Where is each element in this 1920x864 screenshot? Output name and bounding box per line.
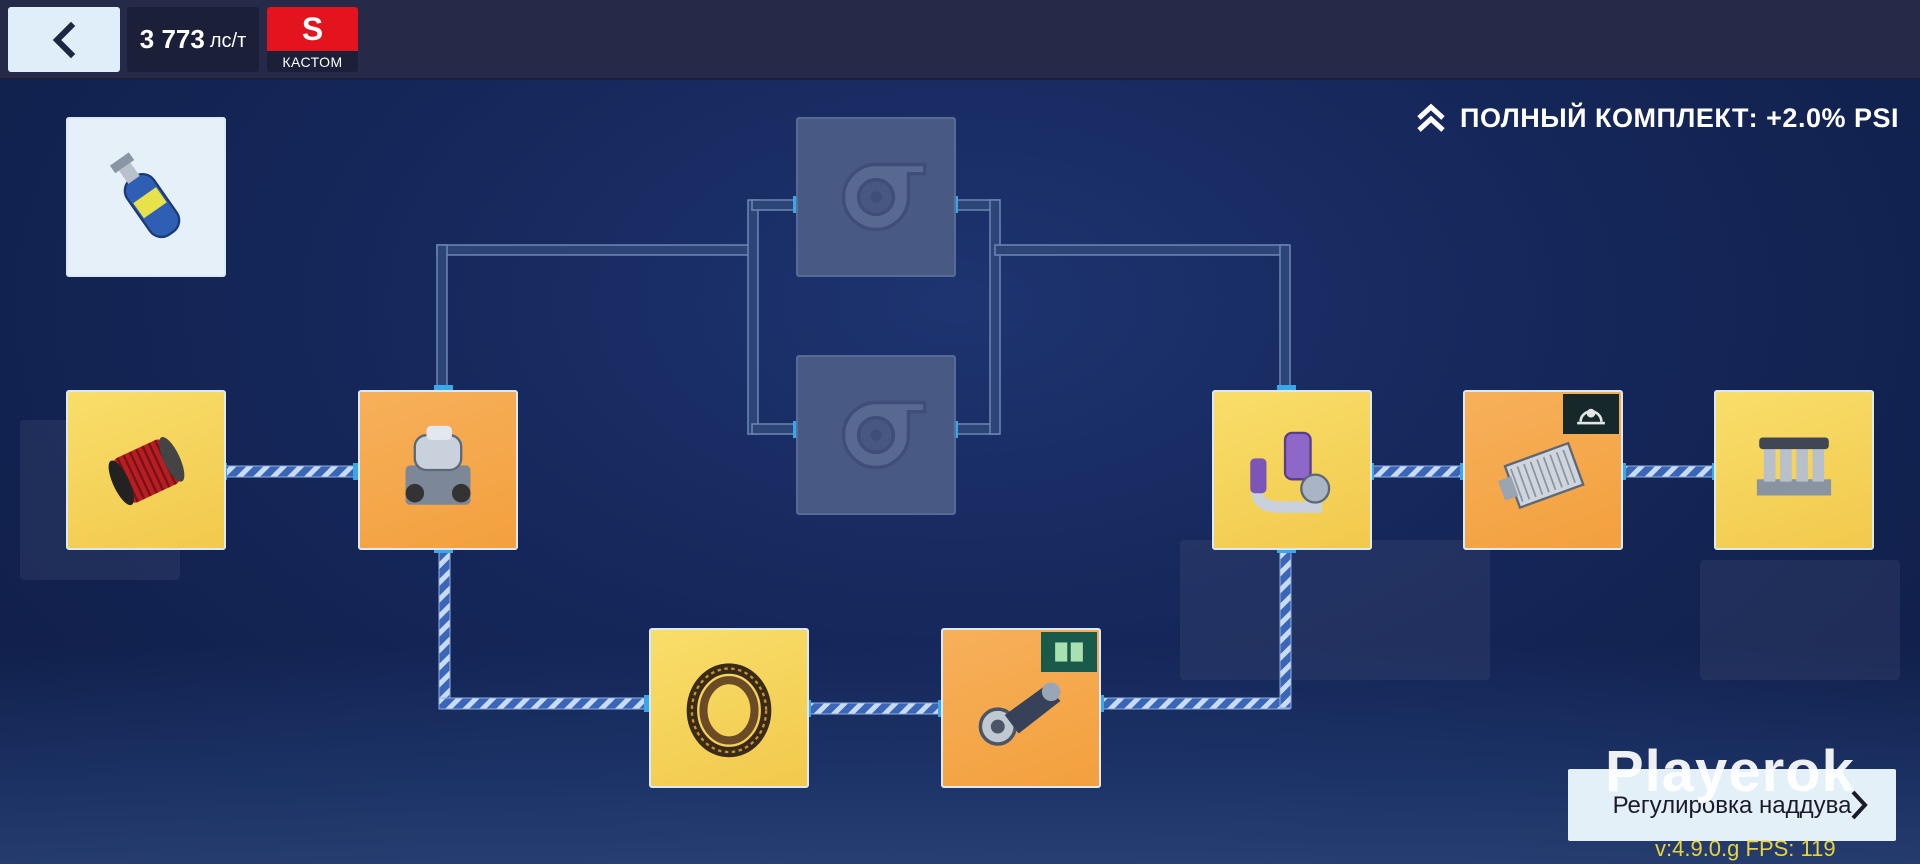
version-fps-text: v:4.9.0.g FPS: 119 — [1655, 836, 1836, 861]
supercharger-icon — [405, 425, 471, 505]
intake-pipe-icon — [1250, 431, 1331, 513]
intake-manifold-icon — [1756, 437, 1832, 496]
full-set-bonus-text: ПОЛНЫЙ КОМПЛЕКТ: +2.0% PSI — [1460, 102, 1899, 133]
crown-badge — [1563, 394, 1619, 434]
air-filter-icon — [108, 436, 185, 506]
active-pipes — [225, 465, 1717, 715]
double-chevron-up-icon — [1416, 102, 1446, 134]
part-nitrous[interactable] — [66, 117, 226, 277]
watermark: Playerok — [1605, 739, 1855, 804]
book-icon — [1055, 640, 1083, 664]
back-button[interactable] — [8, 7, 120, 72]
part-intake-manifold[interactable] — [1714, 390, 1874, 550]
drive-belt-icon — [686, 663, 772, 758]
inactive-pipes — [436, 199, 1291, 435]
part-drive-belt[interactable] — [649, 628, 809, 788]
boost-adjust-label: Регулировка наддува — [1612, 791, 1852, 819]
power-to-weight-display: 3 773 лс/т — [127, 7, 259, 72]
turbo-icon — [841, 400, 927, 470]
class-letter-area: S — [267, 7, 358, 51]
intercooler-icon — [1498, 441, 1585, 510]
part-turbo-1[interactable] — [796, 117, 956, 277]
nitrous-bottle-icon — [109, 152, 181, 239]
boost-adjust-button[interactable]: Регулировка наддува — [1568, 769, 1896, 841]
class-letter: S — [301, 11, 324, 47]
background-shelf — [1180, 540, 1490, 680]
car-class-badge: S КАСТОМ — [267, 7, 358, 72]
full-set-bonus: ПОЛНЫЙ КОМПЛЕКТ: +2.0% PSI — [1416, 102, 1899, 134]
power-value: 3 773 — [139, 24, 205, 54]
background-shelf — [1700, 560, 1900, 680]
chevron-right-icon — [1851, 790, 1868, 820]
book-badge — [1041, 632, 1097, 672]
class-label: КАСТОМ — [282, 53, 343, 70]
crown-icon — [1577, 408, 1605, 425]
top-bar: 3 773 лс/т S КАСТОМ — [0, 0, 1920, 80]
part-pulley[interactable] — [941, 628, 1101, 788]
turbo-icon — [841, 162, 927, 232]
chevron-left-icon — [52, 21, 76, 58]
part-air-filter[interactable] — [66, 390, 226, 550]
pulley-icon — [978, 682, 1061, 746]
part-turbo-2[interactable] — [796, 355, 956, 515]
part-intake-pipe[interactable] — [1212, 390, 1372, 550]
power-unit: лс/т — [209, 29, 247, 52]
part-intercooler[interactable] — [1463, 390, 1623, 550]
part-supercharger[interactable] — [358, 390, 518, 550]
